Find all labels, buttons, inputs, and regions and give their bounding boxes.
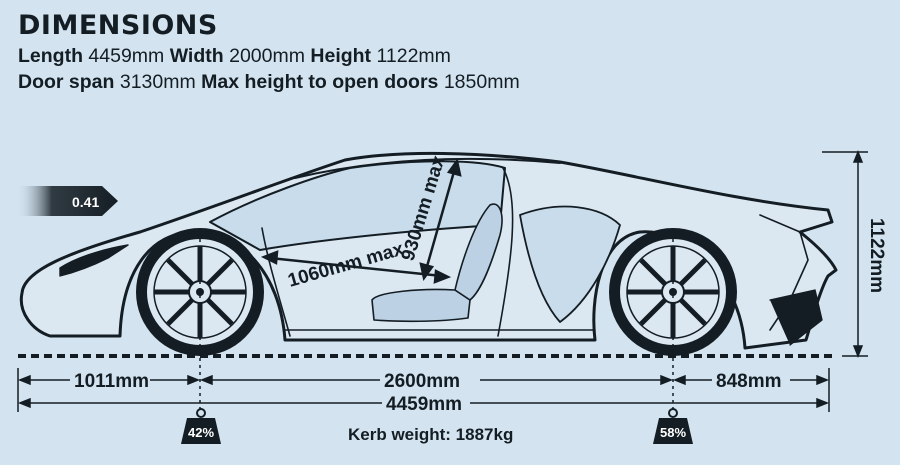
spec-label-length: Length [18,45,83,67]
car-body [19,151,838,350]
spec-value-height: 1122mm [376,45,451,67]
axle-guide-lines [199,232,674,410]
front-weight-badge: 42% [181,408,221,444]
kerb-weight: Kerb weight: 1887kg [348,425,514,444]
rear-wheel [609,228,737,356]
front-overhang-label: 1011mm [74,371,149,392]
front-wheel-spokes [154,246,246,338]
spec-value-width: 2000mm [229,45,305,67]
side-intake [519,205,621,323]
page-title: DIMENSIONS [18,10,218,41]
length-dimensions [17,368,830,412]
door-front-line [261,227,291,337]
spec-value-door-span: 3130mm [119,71,196,93]
wheelbase-label: 2600mm [384,371,460,392]
spec-label-max-height-doors: Max height to open doors [201,71,439,93]
seat-base [371,288,471,323]
spec-line-1: Length 4459mm Width 2000mm Height 1122mm [18,43,520,69]
rear-diffuser [769,289,823,346]
spec-value-length: 4459mm [88,45,165,67]
headlight [59,244,129,277]
roof-line [294,157,561,179]
legroom-arrow-head-right [433,269,452,284]
spec-value-max-height-doors: 1850mm [443,71,520,93]
spec-line-2: Door span 3130mm Max height to open door… [18,69,520,95]
rear-overhang-label: 848mm [716,371,782,392]
seat-back [454,203,503,301]
legroom-arrow-line [269,256,443,278]
height-dimension-label: 1122mm [866,218,887,293]
headroom-arrow-line [424,167,457,271]
drag-coefficient-value: 0.41 [72,194,99,210]
rear-weight-value: 58% [660,425,686,440]
legroom-arrow-head-left [260,250,279,265]
door-rear-line [497,167,514,337]
spec-label-door-span: Door span [18,71,115,93]
spec-label-height: Height [310,45,372,67]
overall-length-label: 4459mm [386,394,462,415]
header: DIMENSIONS Length 4459mm Width 2000mm He… [18,10,520,95]
drag-coefficient-badge: 0.41 [16,186,118,216]
cabin-glass [209,160,506,251]
headroom-arrow-head-bottom [419,262,435,281]
spec-label-width: Width [169,45,224,67]
headroom-arrow-head-top [446,158,462,177]
height-dimension [822,149,868,359]
cabin-dimensions [260,158,462,284]
rear-weight-badge: 58% [653,408,693,444]
front-weight-value: 42% [188,425,214,440]
front-wheel [136,228,264,356]
